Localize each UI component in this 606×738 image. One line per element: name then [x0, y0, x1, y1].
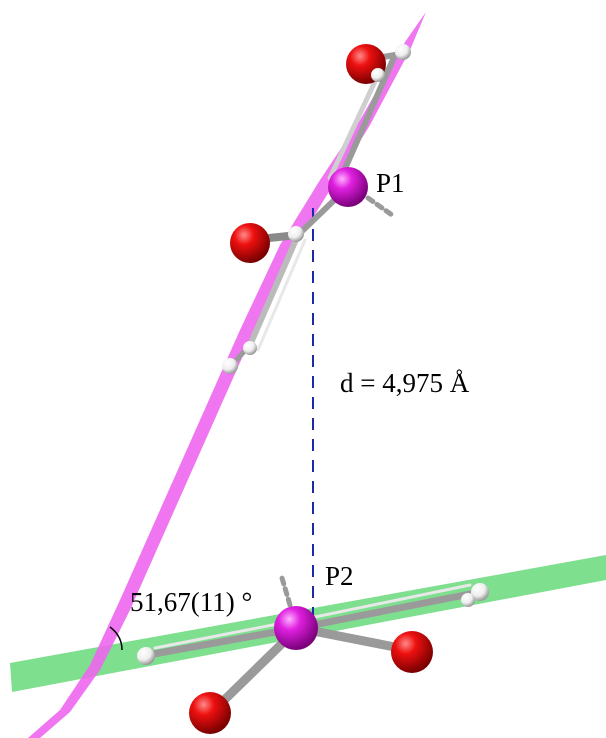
phosphorus-atom: [274, 606, 318, 650]
label-angle: 51,67(11) °: [130, 587, 252, 617]
hydrogen-atom: [137, 647, 155, 665]
plane-p1: [28, 12, 426, 738]
hydrogen-atom: [288, 226, 304, 242]
oxygen-atom: [391, 631, 433, 673]
hydrogen-atom: [371, 68, 385, 82]
hydrogen-atom: [461, 593, 475, 607]
oxygen-atom: [189, 692, 231, 734]
hydrogen-atom: [395, 44, 411, 60]
label-p1: P1: [376, 168, 405, 198]
oxygen-atom: [230, 223, 270, 263]
label-distance: d = 4,975 Å: [340, 368, 470, 398]
angle-arc: [109, 626, 123, 651]
hydrogen-atom: [243, 341, 257, 355]
phosphorus-atom: [328, 167, 368, 207]
hydrogen-atom: [471, 583, 489, 601]
label-p2: P2: [325, 561, 354, 591]
hydrogen-atom: [222, 358, 238, 374]
